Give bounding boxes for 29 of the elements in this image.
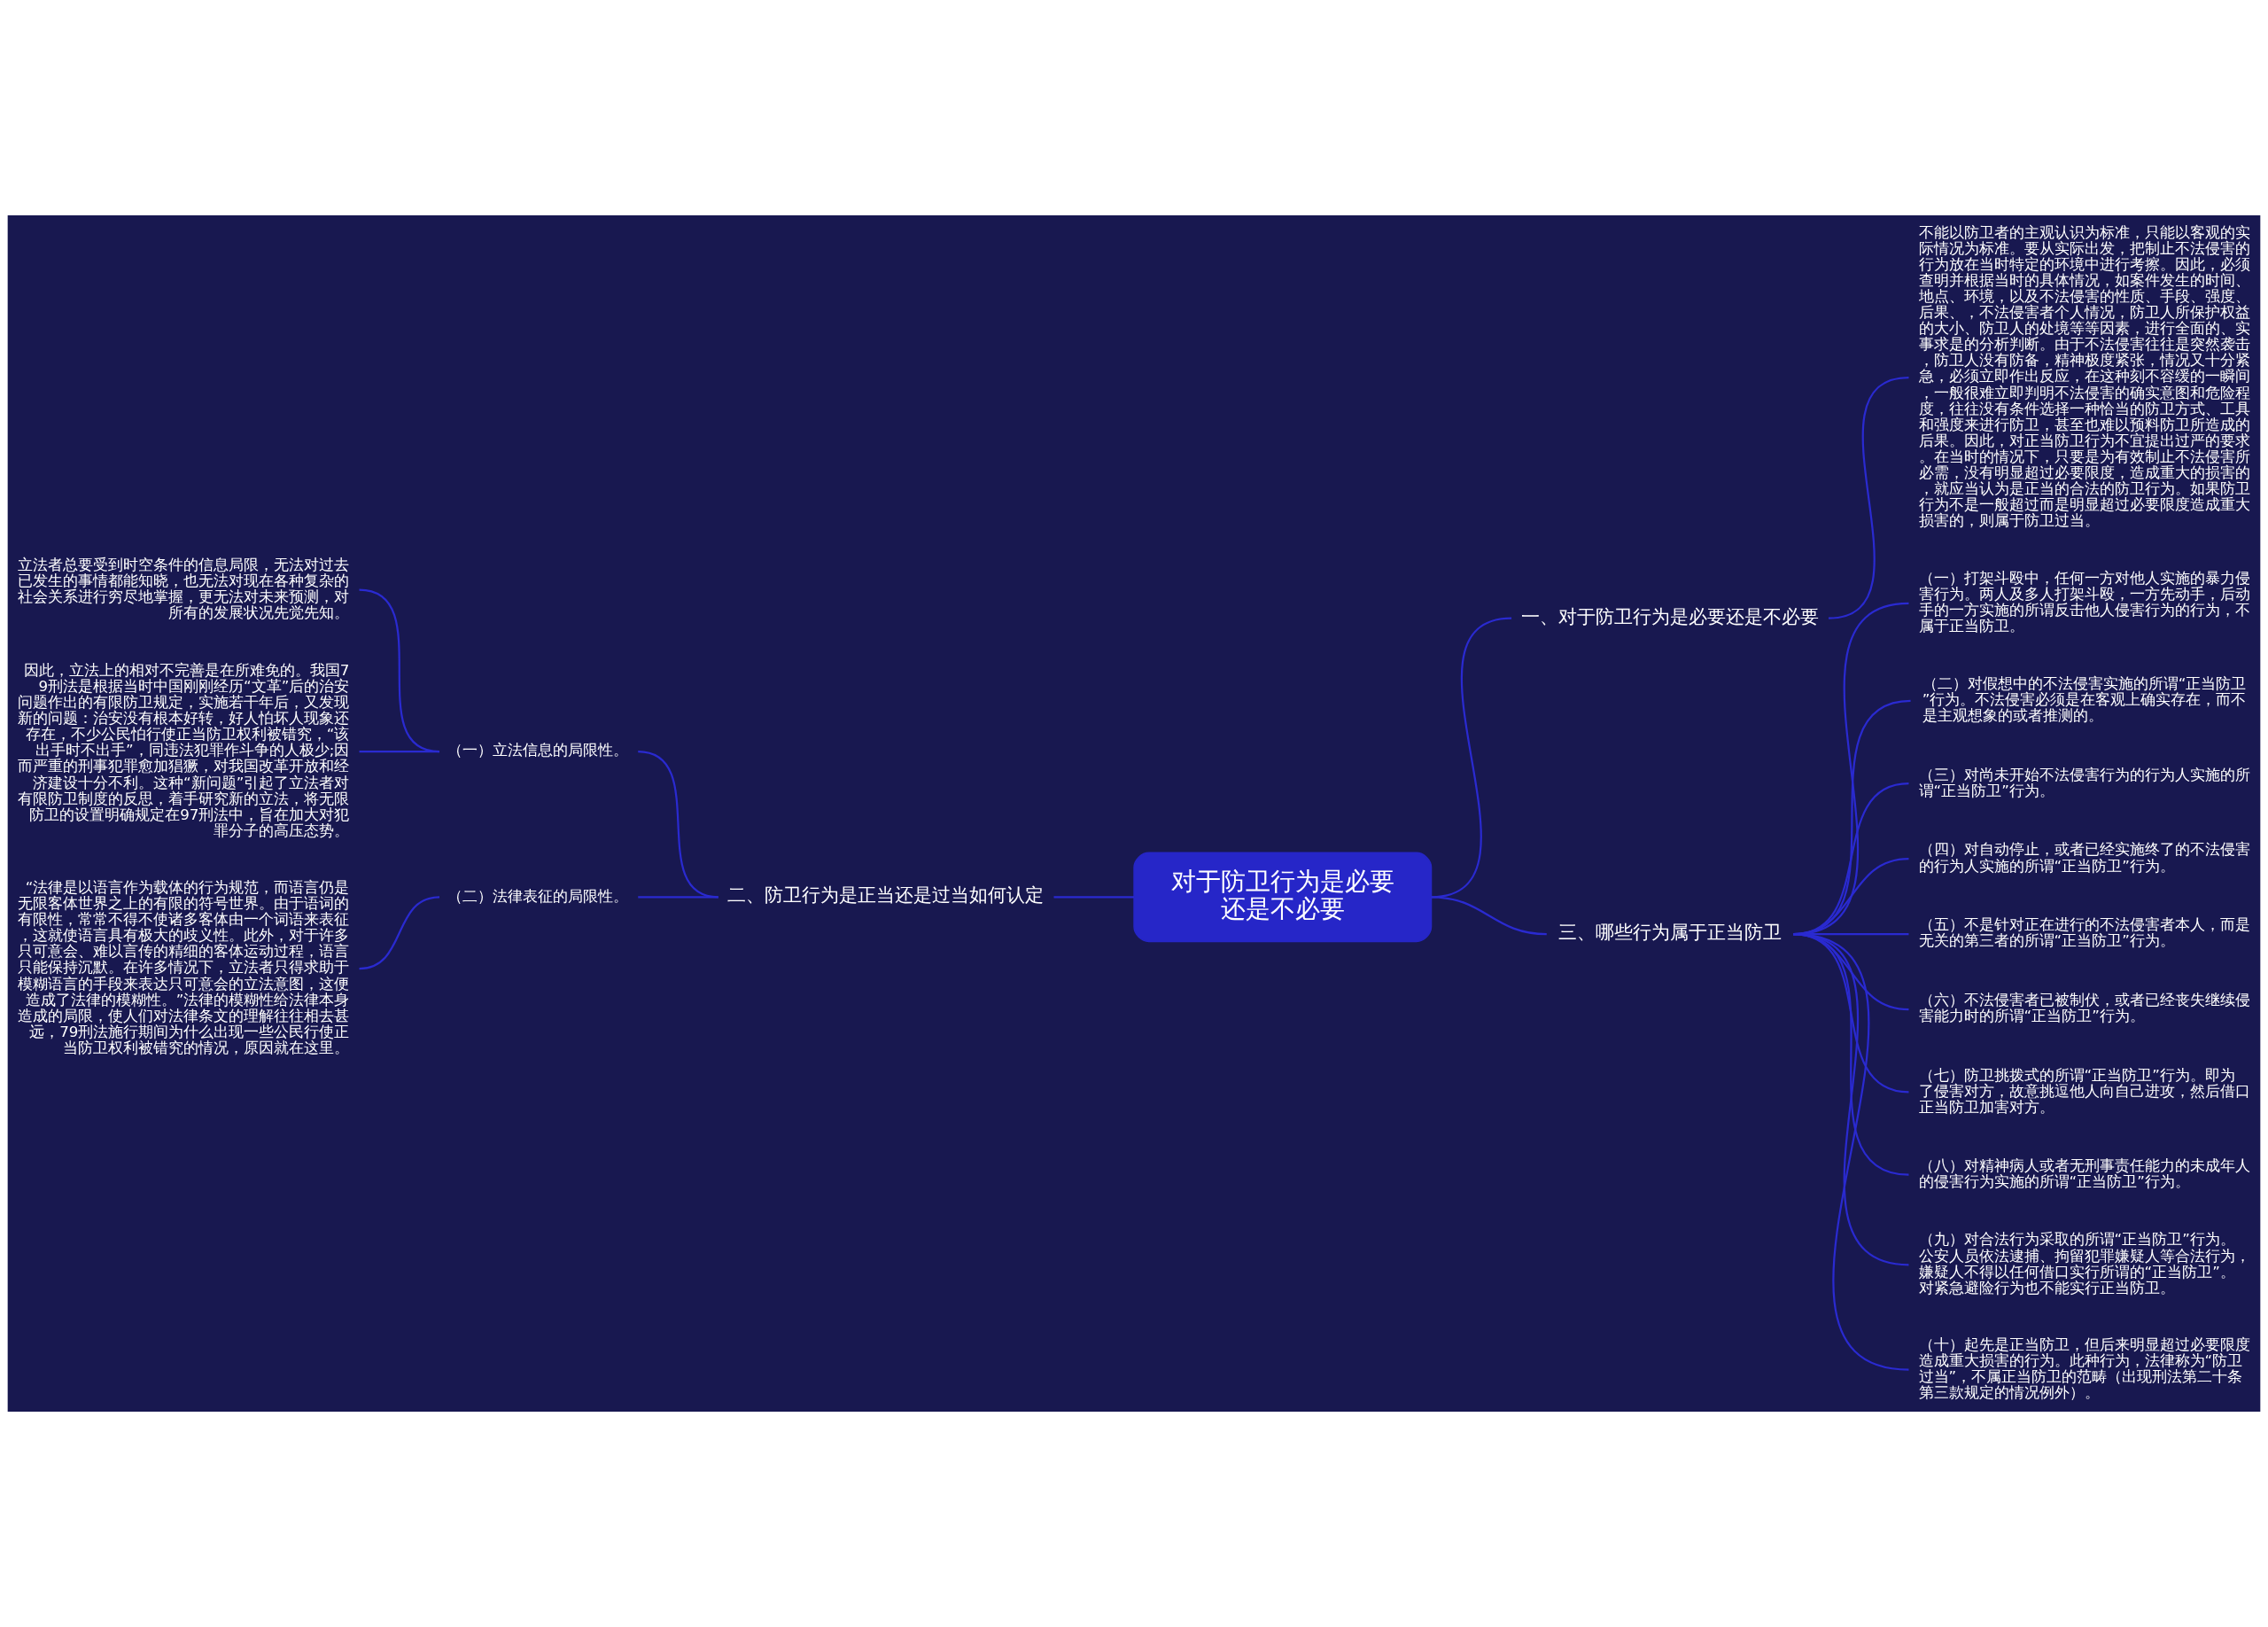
node-text: （八）对精神病人或者无刑事责任能力的未成年人的侵害行为实施的所谓“正当防卫”行为。 xyxy=(1918,1156,2250,1191)
node-text: 一、对于防卫行为是必要还是不必要 xyxy=(1521,605,1820,627)
connector xyxy=(638,896,718,899)
node-text: 立法者总要受到时空条件的信息局限，无法对过去已发生的事情都能知晓，也无法对现在各种复杂的社会关系进行穷尽地掌握，更无法对未来预测，对所有的发展状况先觉先知。 xyxy=(18,555,350,622)
connector xyxy=(359,588,440,753)
node-text: （九）对合法行为采取的所谓“正当防卫”行为。公安人员依法逮捕、拘留犯罪嫌疑人等合法行为，嫌疑人不得以任何借口实行所谓的“正当防卫”。对紧急避险行为也不能实行正当防卫。 xyxy=(1918,1230,2250,1296)
node-text: 二、防卫行为是正当还是过当如何认定 xyxy=(727,884,1045,907)
node-text: （二）对假想中的不法侵害实施的所谓“正当防卫”行为。不法侵害必须是在客观上确实存在，而不是主观想象的或者推测的。 xyxy=(1922,674,2247,725)
node-text: （一）立法信息的局限性。 xyxy=(447,741,629,759)
connector xyxy=(359,750,440,753)
node-text: （一）打架斗殴中，任何一方对他人实施的暴力侵害行为。两人及多人打架斗殴，一方先动手，后动手的一方实施的所谓反击他人侵害行为的行为，不属于正当防卫。 xyxy=(1918,569,2250,635)
node-text: （五）不是针对正在进行的不法侵害者本人，而是无关的第三者的所谓“正当防卫”行为。 xyxy=(1918,915,2250,950)
connector xyxy=(359,896,440,970)
node-text: （七）防卫挑拨式的所谓“正当防卫”行为。即为了侵害对方，故意挑逗他人向自己进攻，然后借口正当防卫加害对方。 xyxy=(1918,1065,2250,1116)
node-text: 不能以防卫者的主观认识为标准，只能以客观的实际情况为标准。要从实际出发，把制止不法侵害的行为放在当时特定的环境中进行考擦。因此，必须查明并根据当时的具体情况，如案件发生的时间、地点、环境，以及不法侵害的性质、手段、强度、后果、，不法侵害者个人情况，防卫人所保护权益的大小、防卫人的处境等等因素，进行全面的、实事求是的分析判断。由于不法侵害往往是突然袭击，防卫人没有防备，精神极度紧张，情况又十分紧急，必须立即作出反应，在这种刻不容缓的一瞬间，一般很难立即判明不法侵害的确实意图和危险程度，往往没有条件选择一种恰当的防卫方式、工具和强度来进行防卫，甚至也难以预料防卫所造成的后果。因此，对正当防卫行为不宜提出过严的要求。在当时的情况下，只要是为有效制止不法侵害所必需，没有明显超过必要限度，造成重大的损害的，就应当认为是正当的合法的防卫行为。如果防卫行为不是一般超过而是明显超过必要限度造成重大损害的，则属于防卫过当。 xyxy=(1918,222,2250,530)
connector xyxy=(1828,377,1909,619)
node-text: （十）起先是正当防卫，但后来明显超过必要限度造成重大损害的行为。此种行为，法律称为“防卫过当”，不属正当防卫的范畴（出现刑法第二十条第三款规定的情况例外）。 xyxy=(1918,1335,2250,1402)
connector xyxy=(638,750,718,899)
node-text: （三）对尚未开始不法侵害行为的行为人实施的所谓“正当防卫”行为。 xyxy=(1918,765,2250,799)
node-text: （六）不法侵害者已被制伏，或者已经丧失继续侵害能力时的所谓“正当防卫”行为。 xyxy=(1918,991,2250,1025)
node-text: 因此，立法上的相对不完善是在所难免的。我国79刑法是根据当时中国刚刚经历“文革”后的治安问题作出的有限防卫规定，实施若干年后，又发现新的问题：治安没有根本好转，好人怕坏人现象还存在，不少公民怕行使正当防卫权利被错究，“该出手时不出手”，同违法犯罪作斗争的人极少;因而严重的刑事犯罪愈加猖獗，对我国改革开放和经济建设十分不利。这种“新问题”引起了立法者对有限防卫制度的反思，着手研究新的立法，将无限防卫的设置明确规定在97刑法中，旨在加大对犯罪分子的高压态势。 xyxy=(18,660,350,839)
connector xyxy=(1431,896,1547,936)
node-text: （四）对自动停止，或者已经实施终了的不法侵害的行为人实施的所谓“正当防卫”行为。 xyxy=(1918,840,2250,875)
node-text: 三、哪些行为属于正当防卫 xyxy=(1558,921,1783,943)
node-text: （二）法律表征的局限性。 xyxy=(447,886,629,905)
node-text: “法律是以语言作为载体的行为规范，而语言仍是无限客体世界之上的有限的符号世界。由于语词的有限性，常常不得不使诸多客体由一个词语来表征，这就使语言具有极大的歧义性。此外，对于许多只可意会、难以言传的精细的客体运动过程，语言只能保持沉默。在许多情况下，立法者只得求助于模糊语言的手段来表达只可意会的立法意图，这便造成了法律的模糊性。”法律的模糊性给法律本身造成的局限，使人们对法律条文的理解往往相去甚远，79刑法施行期间为什么出现一些公民行使正当防卫权利被错究的情况，原因就在这里。 xyxy=(18,877,350,1056)
connector xyxy=(1793,933,1909,1371)
node-box: 对于防卫行为是必要还是不必要 xyxy=(1133,852,1433,943)
connector xyxy=(1053,896,1134,899)
